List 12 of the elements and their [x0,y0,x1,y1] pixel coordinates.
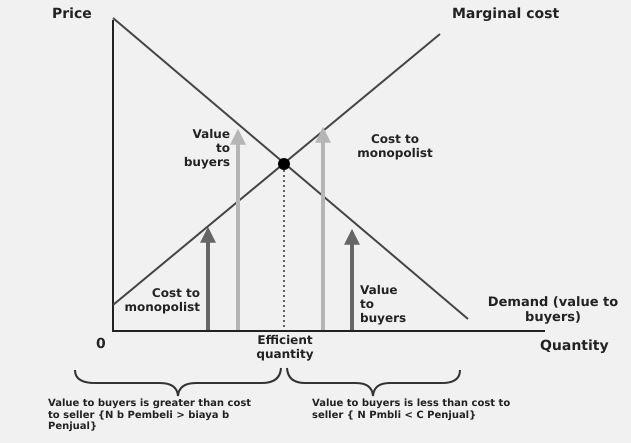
region-label: Cost to monopolist [124,287,200,315]
curve-label: Demand (value to buyers) [486,296,620,326]
region-label: Value to buyers [360,284,408,326]
note-text: Value to buyers is greater than cost to seller {N b Pembeli > biaya b Penjual} [48,398,252,432]
note-text: Value to buyers is less than cost to seller { N Pmbli < C Penjual} [312,398,512,421]
axis-title: Price [52,6,93,22]
axis-tick-label: Efficient quantity [255,334,315,362]
axis-tick-label: 0 [96,336,107,352]
region-label: Cost to monopolist [356,133,434,161]
curve-label: Marginal cost [452,6,560,22]
axis-title: Quantity [540,338,610,354]
region-label: Value to buyers [182,128,230,170]
